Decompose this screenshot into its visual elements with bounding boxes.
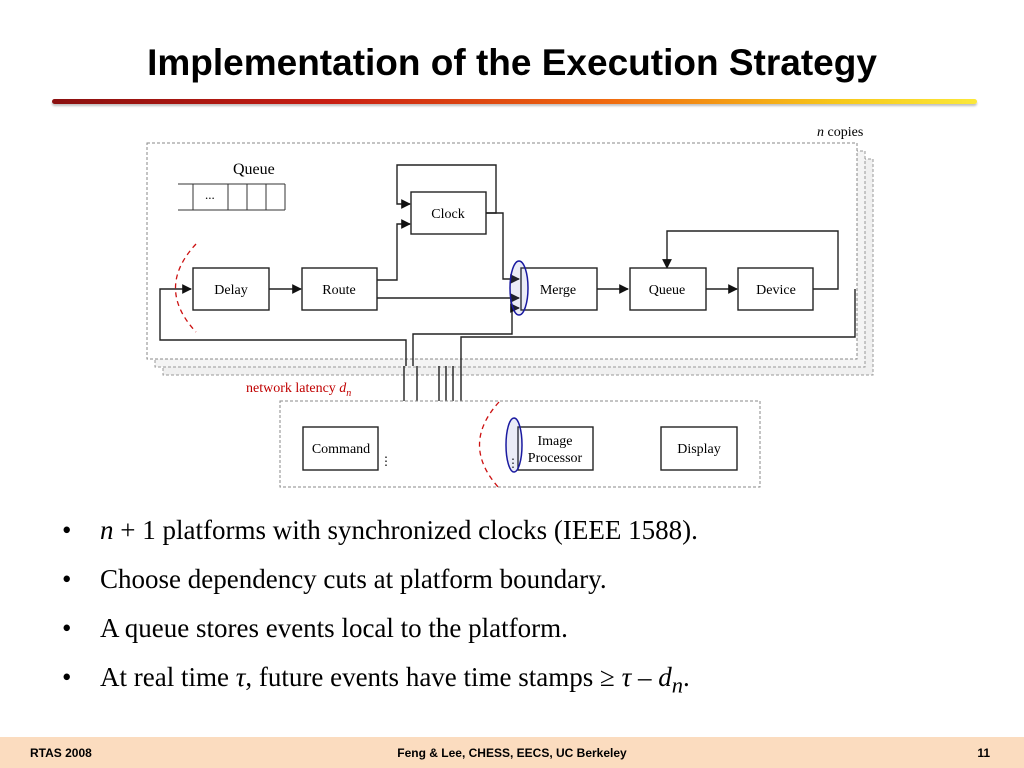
- slide-title: Implementation of the Execution Strategy: [147, 42, 877, 83]
- svg-text:Delay: Delay: [214, 283, 247, 298]
- svg-text:Display: Display: [677, 442, 721, 457]
- title-underline: [52, 99, 977, 104]
- svg-text:Route: Route: [322, 283, 355, 298]
- block-command: Command: [302, 426, 379, 471]
- command-port-dots: ⋮: [380, 454, 392, 468]
- bullet-item: n + 1 platforms with synchronized clocks…: [62, 510, 698, 559]
- svg-text:Device: Device: [756, 283, 796, 298]
- n-copies-label: n copies: [817, 125, 863, 140]
- block-clock: Clock: [410, 191, 487, 235]
- platform-front: [146, 142, 858, 360]
- queue-ellipsis: ...: [205, 187, 215, 202]
- block-display: Display: [660, 426, 738, 471]
- block-queue: Queue: [629, 267, 707, 311]
- image-processor-port-dots: ⋮: [507, 456, 519, 470]
- block-route: Route: [301, 267, 378, 311]
- footer-authors: Feng & Lee, CHESS, EECS, UC Berkeley: [397, 746, 627, 760]
- block-image-processor: Image Processor: [517, 426, 594, 471]
- dependency-cut-image-processor: [505, 417, 523, 473]
- svg-text:Command: Command: [312, 442, 370, 457]
- dependency-cut-merge: [509, 260, 529, 316]
- block-merge: Merge: [520, 267, 598, 311]
- footer-conference: RTAS 2008: [30, 746, 92, 760]
- queue-sketch: [178, 183, 286, 211]
- block-device: Device: [737, 267, 814, 311]
- svg-text:Clock: Clock: [431, 207, 464, 222]
- network-latency-label: network latency dn: [246, 381, 351, 399]
- queue-caption: Queue: [233, 161, 275, 178]
- bullet-item: A queue stores events local to the platf…: [62, 608, 698, 657]
- svg-text:Merge: Merge: [540, 283, 576, 298]
- latency-arc-delay: [175, 243, 197, 333]
- block-delay: Delay: [192, 267, 270, 311]
- latency-arc-image-processor: [479, 401, 500, 489]
- bullet-item: At real time τ, future events have time …: [62, 657, 698, 706]
- bullet-item: Choose dependency cuts at platform bound…: [62, 559, 698, 608]
- execution-strategy-diagram: n copies Queue ...: [146, 125, 874, 489]
- svg-text:Image: Image: [538, 434, 573, 449]
- bullet-list: n + 1 platforms with synchronized clocks…: [62, 510, 698, 706]
- svg-text:Queue: Queue: [649, 283, 686, 298]
- footer-page-number: 11: [977, 746, 990, 760]
- svg-text:Processor: Processor: [528, 451, 583, 466]
- slide-footer: RTAS 2008 Feng & Lee, CHESS, EECS, UC Be…: [0, 737, 1024, 768]
